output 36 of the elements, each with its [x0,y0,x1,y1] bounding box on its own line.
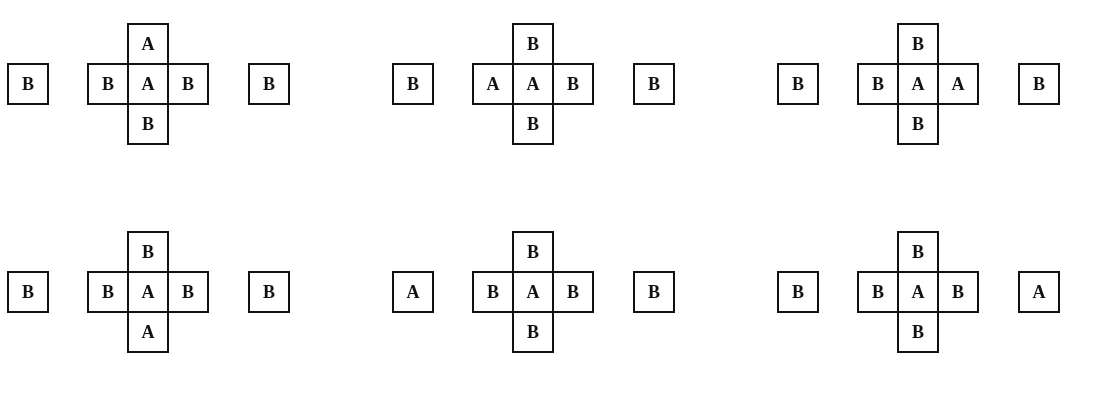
letter-cell: B [127,231,169,273]
letter-cell: B [167,63,209,105]
letter-cell: B [897,231,939,273]
letter-cell: B [512,231,554,273]
letter-cell: B [392,63,434,105]
letter-cell: A [472,63,514,105]
letter-cell: B [777,271,819,313]
letter-cell: B [897,103,939,145]
letter-cell: B [7,63,49,105]
letter-cell: B [633,63,675,105]
letter-cell: B [512,103,554,145]
letter-cell: B [552,271,594,313]
letter-cell: A [1018,271,1060,313]
letter-cell: B [512,23,554,65]
letter-cell: A [127,311,169,353]
letter-cell: B [1018,63,1060,105]
letter-cell: A [392,271,434,313]
letter-cell: B [897,311,939,353]
letter-cell: B [857,63,899,105]
letter-cell: A [127,23,169,65]
letter-cell: B [7,271,49,313]
letter-cell: B [552,63,594,105]
letter-cell: B [897,23,939,65]
letter-cell: B [87,63,129,105]
letter-cell: B [777,63,819,105]
letter-cell: B [472,271,514,313]
letter-cell: B [127,103,169,145]
letter-cell: B [937,271,979,313]
letter-cell: B [248,271,290,313]
letter-cell: B [633,271,675,313]
letter-cell: B [857,271,899,313]
letter-cell: B [167,271,209,313]
letter-cell: A [937,63,979,105]
letter-cell: B [248,63,290,105]
letter-cell: B [87,271,129,313]
letter-cell: B [512,311,554,353]
